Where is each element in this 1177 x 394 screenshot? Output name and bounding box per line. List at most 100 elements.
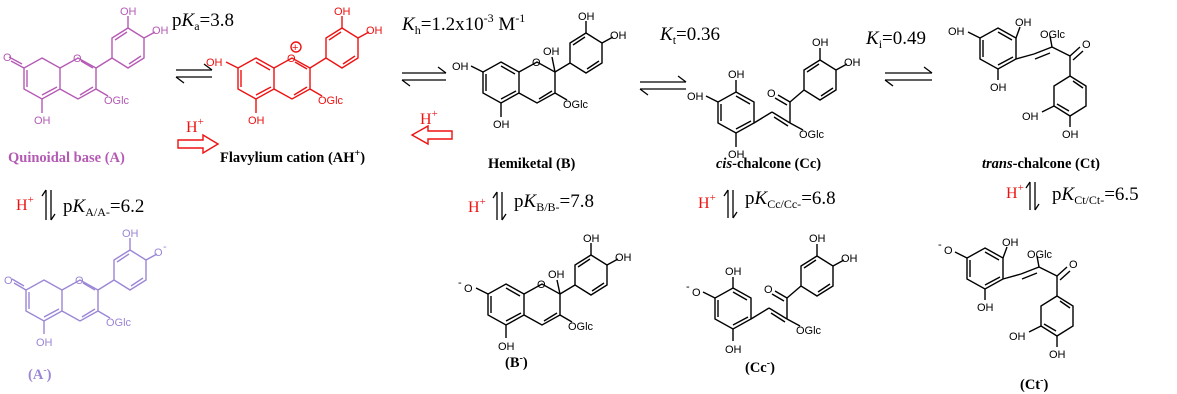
vertical-equilibrium-a: H+ pKA/A-=6.2 <box>16 189 144 221</box>
svg-text:OH: OH <box>615 252 632 264</box>
svg-text:-: - <box>686 281 690 293</box>
svg-text:O: O <box>944 245 953 257</box>
equilibrium-arrow-a-ah <box>175 63 213 84</box>
equilibrium-arrow-cc-ct <box>884 66 933 87</box>
svg-text:O: O <box>537 279 546 291</box>
svg-text:H+: H+ <box>468 196 486 216</box>
atoms-trans-chalcone-anion: O - OH OH OGlc O OH OH <box>938 237 1078 361</box>
svg-text:OGlc: OGlc <box>318 95 344 107</box>
svg-text:pKA/A-=6.2: pKA/A-=6.2 <box>63 196 144 219</box>
svg-text:OGlc: OGlc <box>568 321 594 333</box>
atoms-cis-chalcone-anion: O - OH OH O OGlc OH OH <box>686 233 858 356</box>
svg-text:OH: OH <box>1009 331 1026 343</box>
caption-hemiketal-anion: (B-) <box>505 353 528 371</box>
svg-text:OGlc: OGlc <box>799 129 825 141</box>
caption-trans-chalcone: trans-chalcone (Ct) <box>982 156 1100 172</box>
caption-cis-chalcone-anion: (Cc-) <box>745 358 775 376</box>
svg-text:OH: OH <box>728 69 745 81</box>
structure-quinoidal-anion <box>11 238 158 334</box>
svg-text:OH: OH <box>728 149 745 161</box>
svg-text:OH: OH <box>809 233 826 245</box>
atoms-quinoidal-base: O O OH OGlc OH OH <box>3 6 169 127</box>
atoms-quinoidal-anion: O O OH OGlc OH O - <box>4 228 167 349</box>
svg-text:OGlc: OGlc <box>1040 29 1066 41</box>
svg-text:OH: OH <box>578 11 595 23</box>
svg-text:OGlc: OGlc <box>563 99 589 111</box>
svg-text:OH: OH <box>841 253 858 265</box>
svg-text:OGlc: OGlc <box>1027 249 1053 261</box>
structure-hemiketal-anion <box>475 243 619 338</box>
svg-text:O: O <box>75 275 84 287</box>
svg-text:OH: OH <box>152 25 169 37</box>
svg-text:O: O <box>3 52 12 64</box>
structure-hemiketal <box>470 21 614 117</box>
svg-text:O: O <box>464 283 473 295</box>
atoms-hemiketal-anion: O - O OH OH OGlc OH OH <box>458 233 632 353</box>
vertical-equilibrium-cc: H+ pKCc/Cc-=6.8 <box>698 188 836 219</box>
svg-text:OH: OH <box>1049 349 1066 361</box>
svg-text:OH: OH <box>498 341 515 353</box>
svg-text:O: O <box>287 53 296 65</box>
svg-text:H+: H+ <box>16 194 34 214</box>
svg-text:-: - <box>163 241 167 253</box>
svg-text:OH: OH <box>610 30 627 42</box>
svg-text:pKCc/Cc-=6.8: pKCc/Cc-=6.8 <box>745 188 836 211</box>
svg-text:OH: OH <box>493 119 510 131</box>
ki-label: Ki=0.49 <box>865 28 926 51</box>
svg-text:O: O <box>532 57 541 69</box>
vertical-equilibrium-ct: H+ pKCt/Ct-=6.5 <box>1006 181 1139 211</box>
svg-text:OH: OH <box>548 269 565 281</box>
svg-text:H+: H+ <box>698 192 716 212</box>
svg-text:OH: OH <box>120 6 137 18</box>
atoms-hemiketal: OH O OH OH OGlc OH OH <box>452 11 627 131</box>
svg-text:O: O <box>73 53 82 65</box>
equilibrium-arrow-b-cc <box>639 75 687 96</box>
atoms-flavylium-cation: OH O + OH OGlc OH OH <box>206 6 383 127</box>
kh-label: Kh=1.2x10-3 M-1 <box>401 11 525 37</box>
svg-text:OH: OH <box>1062 129 1079 141</box>
kt-label: Kt=0.36 <box>659 24 720 47</box>
svg-text:pKCt/Ct-=6.5: pKCt/Ct-=6.5 <box>1052 184 1139 207</box>
svg-text:O: O <box>767 88 776 100</box>
caption-cis-chalcone: cis-chalcone (Cc) <box>716 156 821 172</box>
svg-text:OH: OH <box>366 25 383 37</box>
svg-text:OH: OH <box>1022 111 1039 123</box>
structure-cis-chalcone <box>705 48 848 147</box>
svg-text:OH: OH <box>206 57 223 69</box>
svg-text:OH: OH <box>543 46 560 58</box>
svg-text:O: O <box>764 284 773 296</box>
svg-text:O: O <box>4 275 13 287</box>
svg-text:OH: OH <box>334 6 351 18</box>
caption-flavylium-cation: Flavylium cation (AH+) <box>220 148 365 166</box>
svg-text:OH: OH <box>977 302 994 314</box>
svg-text:OH: OH <box>687 91 704 103</box>
caption-quinoidal-base: Quinoidal base (A) <box>8 150 125 166</box>
svg-text:H+: H+ <box>1006 182 1024 202</box>
caption-hemiketal: Hemiketal (B) <box>488 156 576 172</box>
svg-text:OH: OH <box>725 344 742 356</box>
structure-trans-chalcone <box>967 26 1087 127</box>
svg-text:OH: OH <box>948 26 965 38</box>
vertical-equilibrium-b: H+ pKB/B-=7.8 <box>468 191 594 221</box>
svg-text:OH: OH <box>990 82 1007 94</box>
atoms-cis-chalcone: OH OH OH O OGlc OH OH <box>687 37 861 161</box>
svg-text:O: O <box>154 247 163 259</box>
svg-text:O: O <box>1082 39 1091 51</box>
svg-text:OGlc: OGlc <box>106 317 132 329</box>
svg-text:OGlc: OGlc <box>104 95 130 107</box>
proton-arrow-ah-b <box>410 124 453 146</box>
svg-text:OH: OH <box>844 57 861 69</box>
svg-text:OH: OH <box>725 266 742 278</box>
proton-arrow-a-ah <box>177 133 220 155</box>
svg-text:OH: OH <box>36 337 53 349</box>
svg-text:OH: OH <box>452 61 469 73</box>
svg-text:OH: OH <box>812 37 829 49</box>
pka-label: pKa=3.8 <box>172 10 234 33</box>
svg-text:-: - <box>458 277 462 289</box>
svg-text:OH: OH <box>583 233 600 245</box>
svg-text:-: - <box>938 239 942 251</box>
equilibrium-arrow-ah-b <box>401 66 447 87</box>
proton-label-a-ah: H+ <box>186 116 204 136</box>
svg-text:O: O <box>692 287 701 299</box>
